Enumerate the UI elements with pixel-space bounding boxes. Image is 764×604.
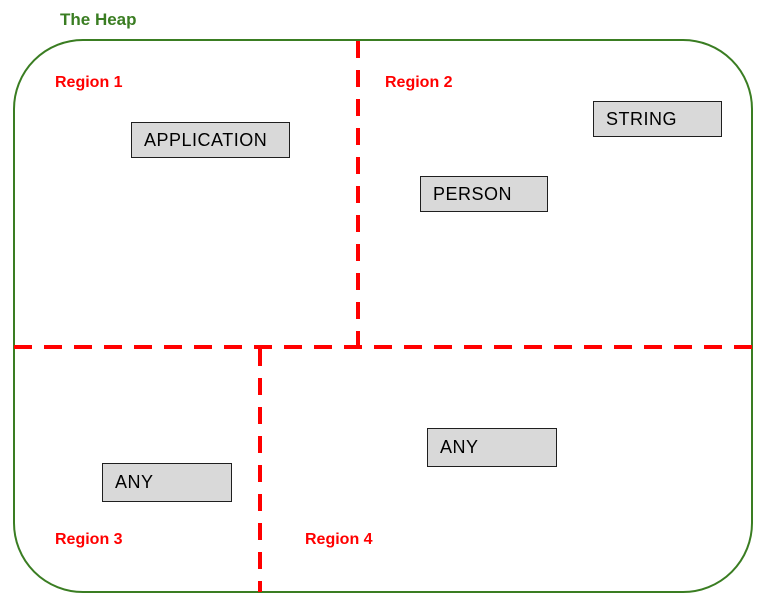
object-box-string: STRING bbox=[593, 101, 722, 137]
region-4-label: Region 4 bbox=[305, 531, 373, 548]
object-box-person: PERSON bbox=[420, 176, 548, 212]
heap-outline bbox=[13, 39, 753, 593]
object-box-any-region4: ANY bbox=[427, 428, 557, 467]
object-box-any-region3: ANY bbox=[102, 463, 232, 502]
heap-title: The Heap bbox=[60, 10, 137, 29]
region-2-label: Region 2 bbox=[385, 74, 453, 91]
region-1-label: Region 1 bbox=[55, 74, 123, 91]
region-divider-vertical-top bbox=[356, 41, 360, 347]
object-box-application: APPLICATION bbox=[131, 122, 290, 158]
region-3-label: Region 3 bbox=[55, 531, 123, 548]
region-divider-vertical-bottom bbox=[258, 349, 262, 592]
region-divider-horizontal bbox=[14, 345, 752, 349]
